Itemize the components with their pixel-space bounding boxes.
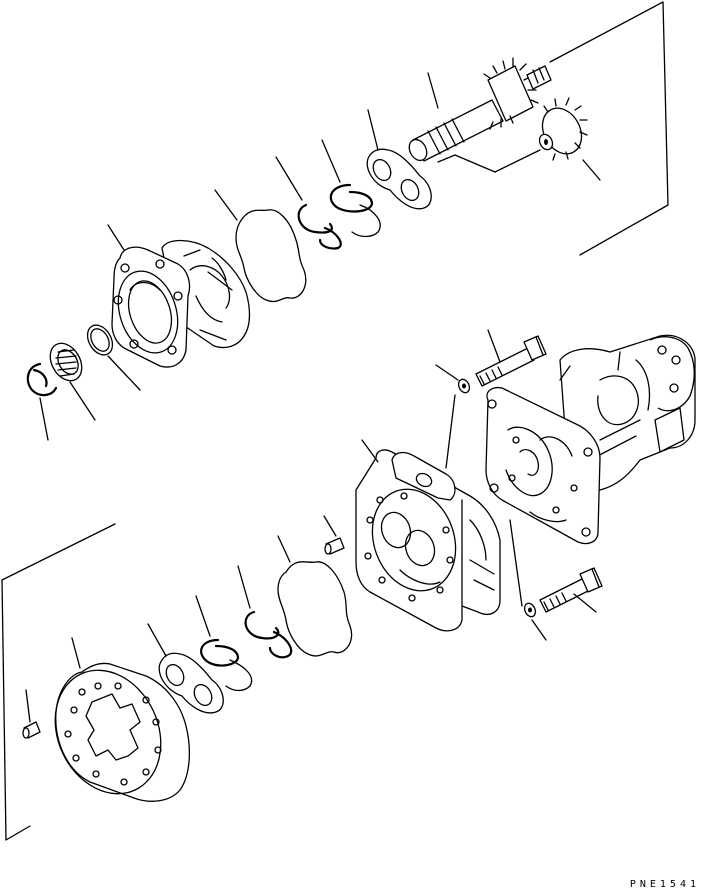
leader-bolt-upper (488, 330, 500, 362)
leader-bushing-lower (148, 624, 166, 656)
leader-drive-shaft (428, 73, 438, 108)
backup-ring-lower (246, 612, 292, 657)
leader-o-ring (108, 356, 140, 390)
leader-snap-ring (40, 398, 48, 440)
drive-shaft-gear (406, 58, 551, 172)
leader-backup-ring-lower (238, 566, 250, 608)
bolt-upper (476, 336, 546, 386)
leader-gasket-lower (278, 536, 290, 562)
dowel-pin-rear (23, 722, 40, 738)
leader-seal-ring-lower (196, 596, 210, 636)
leader-dowel-rear (26, 690, 30, 722)
leader-dowel-center (324, 516, 336, 536)
bolt-lower (540, 568, 602, 612)
washer-upper (457, 378, 472, 395)
oil-seal (44, 338, 88, 387)
leader-rear-case (72, 638, 80, 668)
seal-ring-lower (201, 640, 251, 691)
leader-oil-seal (70, 382, 95, 420)
driven-gear (535, 98, 589, 161)
o-ring (82, 321, 117, 360)
leader-bolt-lower (574, 594, 596, 612)
upper-assembly-frame (550, 2, 668, 255)
backup-ring-upper (299, 205, 341, 249)
main-pump-assembly (486, 335, 695, 543)
washer-lower (523, 602, 538, 619)
bushing-plate-upper (367, 149, 431, 209)
bushing-plate-lower (159, 653, 223, 713)
dowel-pin-center (325, 538, 344, 554)
snap-ring (28, 364, 56, 395)
seal-ring-upper (331, 185, 380, 237)
leader-washer-lower-to-housing (510, 520, 522, 606)
leader-gasket-upper (215, 190, 237, 220)
leader-washer-lower (532, 620, 546, 640)
front-cover-housing (108, 241, 249, 368)
drawing-code: PNE1541 (629, 879, 700, 890)
leader-washer-upper (436, 365, 458, 380)
leader-seal-ring-upper (322, 140, 340, 182)
leader-driven-gear (583, 160, 600, 180)
leader-backup-ring-upper (276, 157, 302, 200)
leader-washer-to-housing (446, 395, 455, 468)
gasket-upper (236, 210, 306, 302)
leader-bushing-upper (368, 110, 378, 150)
leader-center-housing (362, 440, 378, 462)
gasket-lower (278, 562, 352, 656)
rear-gear-case (36, 653, 190, 811)
leader-front-cover (108, 225, 124, 250)
center-housing (356, 450, 500, 631)
lower-assembly-frame (2, 524, 115, 840)
